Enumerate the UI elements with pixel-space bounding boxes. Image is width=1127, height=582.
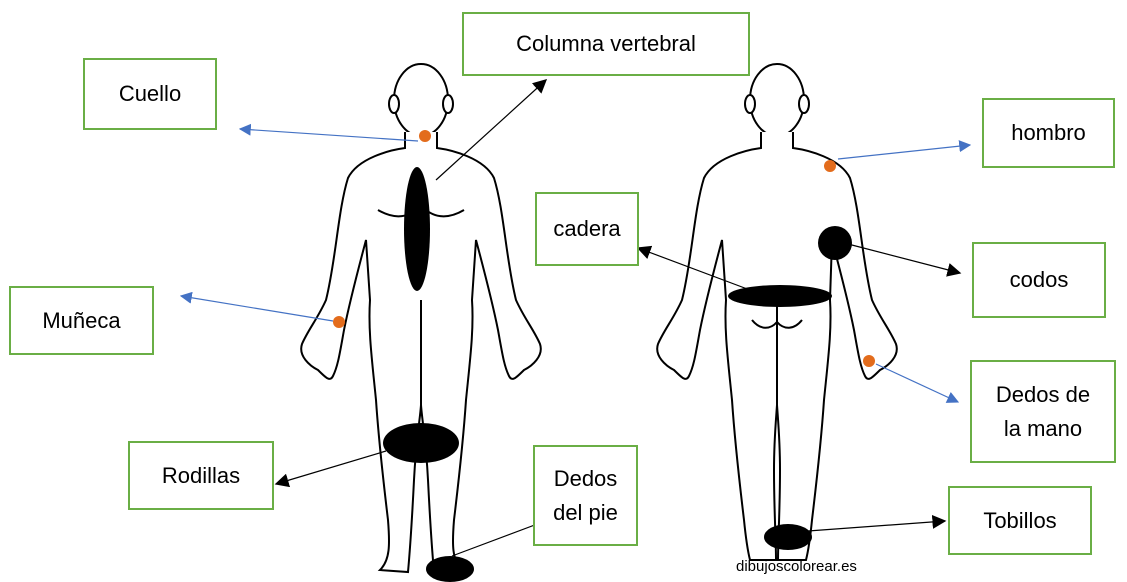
label-tobillos: Tobillos bbox=[948, 486, 1092, 555]
wrist-dot bbox=[333, 316, 345, 328]
label-dedos-del-pie: Dedos del pie bbox=[533, 445, 638, 546]
label-dedos-de-la-mano: Dedos de la mano bbox=[970, 360, 1116, 463]
shoulder-dot bbox=[824, 160, 836, 172]
back-head bbox=[750, 64, 804, 136]
front-head bbox=[394, 64, 448, 136]
arrow-tobillos bbox=[808, 521, 945, 531]
finger-dot bbox=[863, 355, 875, 367]
arrow-hombro bbox=[838, 145, 970, 159]
hip-shape bbox=[728, 285, 832, 307]
back-body-figure bbox=[657, 64, 897, 560]
label-hombro: hombro bbox=[982, 98, 1115, 168]
arrow-rodillas bbox=[276, 451, 386, 484]
spine-shape bbox=[404, 167, 430, 291]
label-muneca: Muñeca bbox=[9, 286, 154, 355]
label-columna-vertebral: Columna vertebral bbox=[462, 12, 750, 76]
ankles-shape bbox=[764, 524, 812, 550]
arrow-dedos-mano bbox=[876, 364, 958, 402]
label-rodillas: Rodillas bbox=[128, 441, 274, 510]
toes-shape bbox=[426, 556, 474, 582]
label-cuello: Cuello bbox=[83, 58, 217, 130]
knees-shape bbox=[383, 423, 459, 463]
credit-text: dibujoscolorear.es bbox=[736, 558, 857, 575]
neck-dot bbox=[419, 130, 431, 142]
arrow-columna bbox=[436, 80, 546, 180]
elbow-shape bbox=[818, 226, 852, 260]
arrow-cuello bbox=[240, 129, 418, 141]
arrow-muneca bbox=[181, 296, 333, 321]
label-codos: codos bbox=[972, 242, 1106, 318]
label-cadera: cadera bbox=[535, 192, 639, 266]
